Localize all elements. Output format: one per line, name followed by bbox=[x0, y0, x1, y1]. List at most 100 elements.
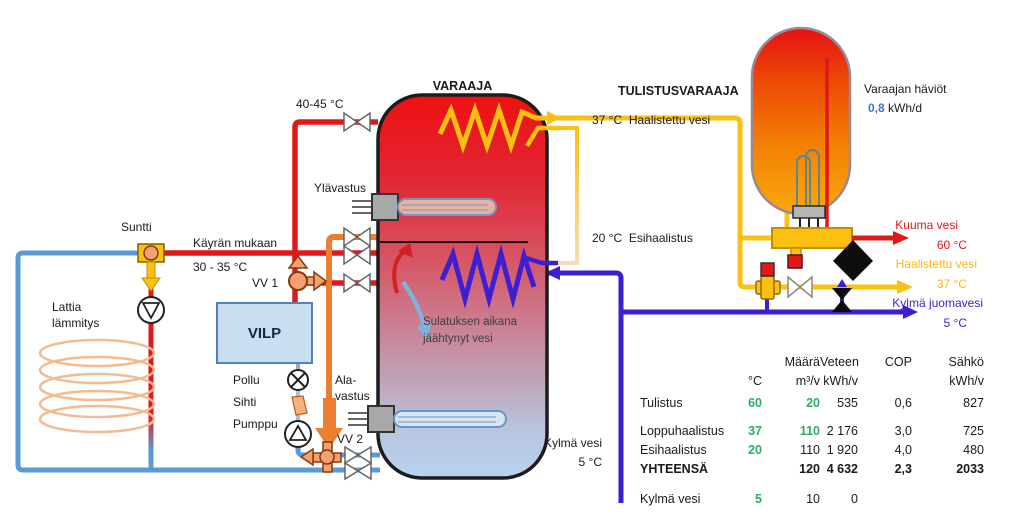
cell-cop: 3,0 bbox=[894, 424, 912, 438]
label-kuuma-temp: 60 °C bbox=[936, 238, 967, 252]
label-kylma-temp-tank: 5 °C bbox=[578, 455, 602, 469]
label-kylma-vesi-tank: Kylmä vesi bbox=[543, 436, 602, 450]
ylavastus-element-icon bbox=[352, 193, 497, 221]
label-suntti: Suntti bbox=[121, 220, 152, 234]
label-esihaalistus-20: 20 °C Esihaalistus bbox=[592, 231, 693, 245]
pollu-valve-icon bbox=[287, 369, 309, 391]
cell-maara: 20 bbox=[806, 396, 820, 410]
col-header-sahko: Sähkö bbox=[948, 355, 984, 369]
row-label: YHTEENSÄ bbox=[640, 462, 709, 476]
cell-sahko: 2033 bbox=[956, 462, 984, 476]
tulistusvaraaja-title: TULISTUSVARAAJA bbox=[618, 84, 739, 98]
label-haviot-value: 0,8 kWh/d bbox=[868, 101, 922, 115]
loppuhaalistus-coil-icon bbox=[437, 102, 560, 155]
label-ylavastus: Ylävastus bbox=[314, 181, 367, 195]
vv2-valve-icon bbox=[299, 441, 342, 473]
label-kayran-mukaan: Käyrän mukaan bbox=[193, 236, 278, 250]
varaaja-title: VARAAJA bbox=[432, 79, 493, 93]
table-header-row-1: Määrä Veteen COP Sähkö bbox=[640, 353, 984, 372]
row-label: Tulistus bbox=[640, 396, 683, 410]
table-row-yhteensa: YHTEENSÄ 120 4 632 2,3 2033 bbox=[640, 460, 984, 479]
label-kuuma-vesi: Kuuma vesi bbox=[895, 218, 958, 232]
table-row-esihaalistus: Esihaalistus 20 110 1 920 4,0 480 bbox=[640, 441, 984, 460]
col-unit-c: °C bbox=[747, 374, 762, 388]
label-haalistettu-vesi: Haalistettu vesi bbox=[895, 257, 977, 271]
vv1-valve-icon bbox=[287, 254, 328, 292]
sulatuksen-line2: jäähtynyt vesi bbox=[423, 333, 493, 345]
kuuma-vesi-pipe bbox=[852, 231, 909, 245]
haviot-value: 0,8 bbox=[868, 101, 885, 115]
mixing-valve-icon bbox=[755, 262, 781, 300]
col-unit-sahko: kWh/v bbox=[949, 374, 984, 388]
cell-maara: 10 bbox=[806, 492, 820, 506]
haviot-unit: kWh/d bbox=[884, 101, 923, 115]
table-header-row-2: °C m³/v kWh/v kWh/v bbox=[640, 372, 984, 391]
row-label: Loppuhaalistus bbox=[640, 424, 725, 438]
label-pollu: Pollu bbox=[233, 373, 260, 387]
label-kayran-temp: 30 - 35 °C bbox=[193, 260, 248, 274]
vilp-label: VILP bbox=[247, 324, 282, 342]
cell-veteen: 2 176 bbox=[826, 424, 858, 438]
cool-down-arrow-icon bbox=[401, 280, 432, 340]
cell-sahko: 725 bbox=[963, 424, 984, 438]
tulistusvaraaja-vessel bbox=[750, 26, 852, 230]
sihti-filter-icon bbox=[291, 395, 308, 416]
row-label: Esihaalistus bbox=[640, 443, 707, 457]
label-sihti: Sihti bbox=[233, 395, 257, 409]
valve-icon bbox=[343, 111, 372, 481]
lattia-line1: Lattia bbox=[52, 300, 82, 314]
cell-maara: 110 bbox=[800, 443, 820, 457]
label-kylma-juomavesi: Kylmä juomavesi bbox=[892, 296, 983, 310]
tap-icon bbox=[833, 240, 873, 281]
label-vv1: VV 1 bbox=[252, 276, 279, 290]
col-unit-maara: m³/v bbox=[795, 374, 820, 388]
col-header-cop: COP bbox=[884, 355, 912, 369]
vilp-heat-pump-box: VILP bbox=[216, 302, 313, 364]
cell-maara: 110 bbox=[799, 424, 820, 438]
check-valve-icon bbox=[832, 288, 852, 312]
esihaalistus-coil-icon bbox=[439, 244, 558, 309]
label-varaajan-haviot: Varaajan häviöt bbox=[864, 82, 947, 96]
cell-c: 5 bbox=[755, 492, 762, 506]
cell-cop: 4,0 bbox=[894, 443, 912, 457]
row-label: Kylmä vesi bbox=[640, 492, 701, 506]
cell-sahko: 480 bbox=[963, 443, 984, 457]
cell-cop: 0,6 bbox=[894, 396, 912, 410]
cell-veteen: 4 632 bbox=[826, 462, 858, 476]
lattia-line2: lämmitys bbox=[52, 316, 100, 330]
cell-c: 20 bbox=[748, 443, 762, 457]
label-juomavesi-temp: 5 °C bbox=[943, 316, 967, 330]
label-lattia-lammitys: Lattia lämmitys bbox=[52, 299, 99, 331]
table-row-kylma-vesi: Kylmä vesi 5 10 0 bbox=[640, 490, 984, 509]
label-top-temp: 40-45 °C bbox=[296, 97, 344, 111]
cell-c bbox=[736, 460, 762, 479]
return-pipe-orange bbox=[315, 234, 378, 449]
alavastus-element-icon bbox=[348, 405, 507, 433]
cell-c: 37 bbox=[748, 424, 762, 438]
suntti-valve-icon bbox=[137, 243, 165, 292]
col-header-veteen: Veteen bbox=[820, 355, 859, 369]
cell-veteen: 1 920 bbox=[826, 443, 858, 457]
cell-cop: 2,3 bbox=[894, 462, 912, 476]
hot-water-pipes-yellow bbox=[547, 111, 913, 294]
pump-icon bbox=[137, 296, 165, 324]
energy-table: Määrä Veteen COP Sähkö °C m³/v kWh/v kWh… bbox=[640, 353, 984, 509]
cell-sahko bbox=[912, 490, 984, 509]
cell-veteen: 535 bbox=[837, 396, 858, 410]
warm-up-arrow-icon bbox=[392, 243, 413, 294]
alavastus-line2: vastus bbox=[335, 389, 370, 403]
floor-coil-icon bbox=[38, 338, 156, 434]
manifold bbox=[771, 227, 853, 269]
alavastus-line1: Ala- bbox=[335, 373, 357, 387]
cell-maara: 120 bbox=[799, 462, 820, 476]
label-haalistettu-37: 37 °C Haalistettu vesi bbox=[592, 113, 711, 127]
col-header-maara: Määrä bbox=[784, 355, 820, 369]
cell-cop bbox=[858, 490, 912, 509]
valve-icon bbox=[787, 275, 813, 299]
cell-veteen: 0 bbox=[851, 492, 858, 506]
pumppu-icon bbox=[284, 420, 312, 448]
table-row-loppuhaalistus: Loppuhaalistus 37 110 2 176 3,0 725 bbox=[640, 422, 984, 441]
